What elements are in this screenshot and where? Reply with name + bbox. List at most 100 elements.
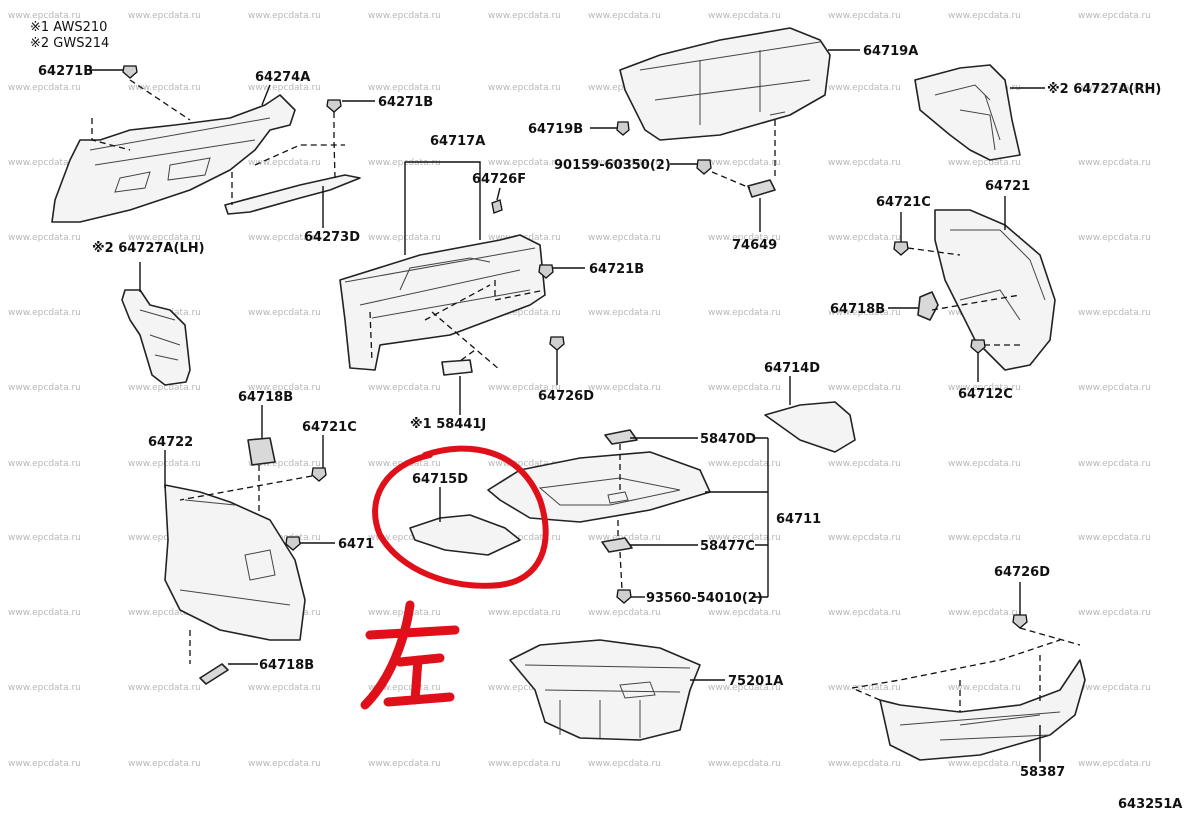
label-64719B: 64719B <box>528 122 583 137</box>
watermark-text: www.epcdata.ru <box>248 11 321 21</box>
watermark-text: www.epcdata.ru <box>128 83 201 93</box>
part-64273D <box>224 174 361 215</box>
label-64718B-c: 64718B <box>259 658 314 673</box>
label-64722: 64722 <box>148 435 193 450</box>
fastener-93560 <box>616 589 645 604</box>
label-64727A-RH: ※2 64727A(RH) <box>1047 82 1161 97</box>
watermark-text: www.epcdata.ru <box>488 308 561 318</box>
label-90159: 90159-60350(2) <box>554 158 671 173</box>
label-64719A: 64719A <box>863 44 918 59</box>
watermark-text: www.epcdata.ru <box>588 383 661 393</box>
watermark-text: www.epcdata.ru <box>1078 759 1151 769</box>
figure-id: 643251A <box>1118 797 1182 812</box>
watermark-text: www.epcdata.ru <box>948 683 1021 693</box>
label-64726D-b: 64726D <box>994 565 1050 580</box>
label-64721C-b: 64721C <box>302 420 357 435</box>
clip-64718B-c <box>199 663 258 685</box>
watermark-text: www.epcdata.ru <box>368 683 441 693</box>
watermark-text: www.epcdata.ru <box>8 383 81 393</box>
leader-64711-bracket <box>705 437 769 598</box>
watermark-text: www.epcdata.ru <box>488 759 561 769</box>
watermark-text: www.epcdata.ru <box>708 759 781 769</box>
watermark-text: www.epcdata.ru <box>8 308 81 318</box>
watermark-text: www.epcdata.ru <box>8 11 81 21</box>
dashed-guides-upper-left <box>91 79 345 205</box>
watermark-text: www.epcdata.ru <box>8 233 81 243</box>
watermark-text: www.epcdata.ru <box>708 383 781 393</box>
label-64721: 64721 <box>985 179 1030 194</box>
label-64274A: 64274A <box>255 70 310 85</box>
label-64717A: 64717A <box>430 134 485 149</box>
watermark-text: www.epcdata.ru <box>1078 11 1151 21</box>
watermark-text: www.epcdata.ru <box>8 608 81 618</box>
watermark-text: www.epcdata.ru <box>248 308 321 318</box>
watermark-text: www.epcdata.ru <box>248 759 321 769</box>
watermark-text: www.epcdata.ru <box>488 383 561 393</box>
watermark-text: www.epcdata.ru <box>1078 233 1151 243</box>
dashed-guides-64722 <box>179 465 313 664</box>
label-64721B: 64721B <box>589 262 644 277</box>
dashed-guides-64721 <box>907 247 1021 346</box>
part-58441J <box>441 359 473 415</box>
label-58441J: ※1 58441J <box>410 417 486 432</box>
label-64715D: 64715D <box>412 472 468 487</box>
watermark-text: www.epcdata.ru <box>828 608 901 618</box>
watermark-text: www.epcdata.ru <box>248 459 321 469</box>
watermark-text: www.epcdata.ru <box>128 608 201 618</box>
fastener-64271B-b <box>326 99 375 113</box>
watermark-text: www.epcdata.ru <box>828 233 901 243</box>
part-64274A <box>51 94 296 223</box>
handwritten-kanji-mark <box>360 600 460 710</box>
label-93560: 93560-54010(2) <box>646 591 763 606</box>
watermark-text: www.epcdata.ru <box>368 383 441 393</box>
watermark-text: www.epcdata.ru <box>1078 683 1151 693</box>
watermark-text: www.epcdata.ru <box>948 533 1021 543</box>
label-64714D: 64714D <box>764 361 820 376</box>
watermark-text: www.epcdata.ru <box>8 158 81 168</box>
watermark-text: www.epcdata.ru <box>488 608 561 618</box>
label-64711: 64711 <box>776 512 821 527</box>
fastener-64726D-a <box>549 336 565 385</box>
watermark-text: www.epcdata.ru <box>1078 158 1151 168</box>
dashed-guides-64717A <box>369 280 546 373</box>
label-64726D-a: 64726D <box>538 389 594 404</box>
fastener-64271B-a <box>90 65 138 79</box>
fastener-64726F <box>491 187 503 214</box>
clip-58477C <box>601 537 698 553</box>
watermark-text: www.epcdata.ru <box>128 233 201 243</box>
label-64726F: 64726F <box>472 172 526 187</box>
part-64717A <box>339 234 546 371</box>
dashed-guides-58387 <box>851 627 1081 712</box>
watermark-text: www.epcdata.ru <box>488 459 561 469</box>
dashed-guides-64719A <box>711 120 776 189</box>
watermark-text: www.epcdata.ru <box>588 233 661 243</box>
label-58477C: 58477C <box>700 539 755 554</box>
watermark-text: www.epcdata.ru <box>368 533 441 543</box>
label-58470D: 58470D <box>700 432 756 447</box>
label-64273D: 64273D <box>304 230 360 245</box>
watermark-text: www.epcdata.ru <box>948 459 1021 469</box>
red-circle-mark <box>372 445 549 589</box>
watermark-text: www.epcdata.ru <box>828 459 901 469</box>
watermark-text: www.epcdata.ru <box>248 83 321 93</box>
label-75201A: 75201A <box>728 674 783 689</box>
watermark-text: www.epcdata.ru <box>248 683 321 693</box>
watermark-text: www.epcdata.ru <box>828 11 901 21</box>
watermark-text: www.epcdata.ru <box>588 608 661 618</box>
watermark-text: www.epcdata.ru <box>248 158 321 168</box>
watermark-text: www.epcdata.ru <box>368 83 441 93</box>
watermark-text: www.epcdata.ru <box>248 383 321 393</box>
fastener-64721C-b <box>311 435 327 482</box>
watermark-text: www.epcdata.ru <box>708 533 781 543</box>
watermark-text: www.epcdata.ru <box>488 11 561 21</box>
watermark-text: www.epcdata.ru <box>828 533 901 543</box>
watermark-text: www.epcdata.ru <box>128 683 201 693</box>
watermark-text: www.epcdata.ru <box>1078 308 1151 318</box>
watermark-text: www.epcdata.ru <box>8 683 81 693</box>
label-64721C-a: 64721C <box>876 195 931 210</box>
watermark-text: www.epcdata.ru <box>8 759 81 769</box>
part-64715D <box>409 514 521 556</box>
part-58387 <box>879 659 1086 761</box>
clip-58470D <box>604 429 698 445</box>
